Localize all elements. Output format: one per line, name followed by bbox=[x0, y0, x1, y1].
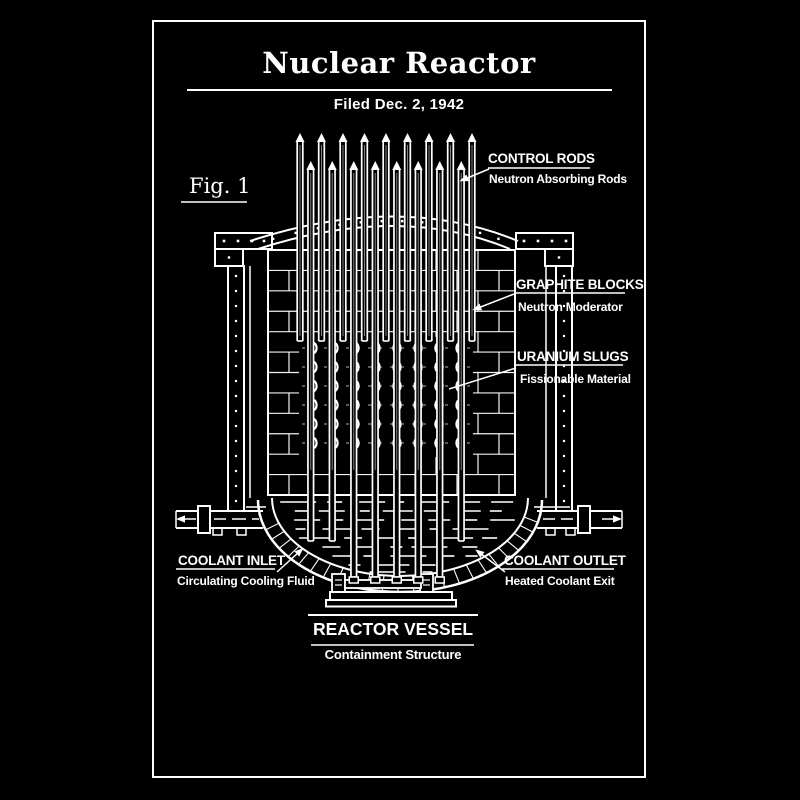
poster-frame bbox=[152, 20, 646, 778]
callout-leader-arrows bbox=[176, 168, 622, 573]
reactor-vessel-label: REACTOR VESSEL Containment Structure bbox=[303, 619, 483, 662]
graphite-blocks-subtitle: Neutron Moderator bbox=[518, 300, 623, 314]
figure-label: Fig. 1 bbox=[189, 174, 251, 198]
coolant-pipe-right bbox=[537, 505, 623, 536]
core-center bbox=[299, 337, 473, 457]
uranium-slugs-subtitle: Fissionable Material bbox=[520, 372, 631, 386]
reactor-vessel-title: REACTOR VESSEL bbox=[312, 619, 474, 639]
control-rods-title: CONTROL RODS bbox=[488, 151, 595, 166]
wall-rivets bbox=[234, 274, 566, 503]
reactor-vessel-label-rules bbox=[308, 614, 478, 646]
control-rod-bank bbox=[295, 133, 477, 584]
control-rods-subtitle: Neutron Absorbing Rods bbox=[489, 172, 627, 186]
coolant-inlet-subtitle: Circulating Cooling Fluid bbox=[177, 574, 315, 588]
poster-title: Nuclear Reactor bbox=[262, 46, 536, 80]
poster-subtitle: Filed Dec. 2, 1942 bbox=[333, 96, 465, 113]
vessel-dome bbox=[249, 215, 519, 250]
coolant-pipe-left bbox=[175, 505, 263, 536]
support-pedestal bbox=[325, 573, 457, 608]
coolant-outlet-title: COOLANT OUTLET bbox=[504, 553, 626, 568]
callout-underlines bbox=[176, 167, 625, 570]
coolant-inlet-title: COOLANT INLET bbox=[178, 553, 285, 568]
coolant-outlet-subtitle: Heated Coolant Exit bbox=[505, 574, 615, 588]
reactor-vessel-subtitle: Containment Structure bbox=[324, 647, 462, 662]
flange-rivets bbox=[222, 239, 568, 259]
uranium-slugs-title: URANIUM SLUGS bbox=[517, 349, 629, 364]
graphite-blocks-title: GRAPHITE BLOCKS bbox=[516, 277, 644, 292]
